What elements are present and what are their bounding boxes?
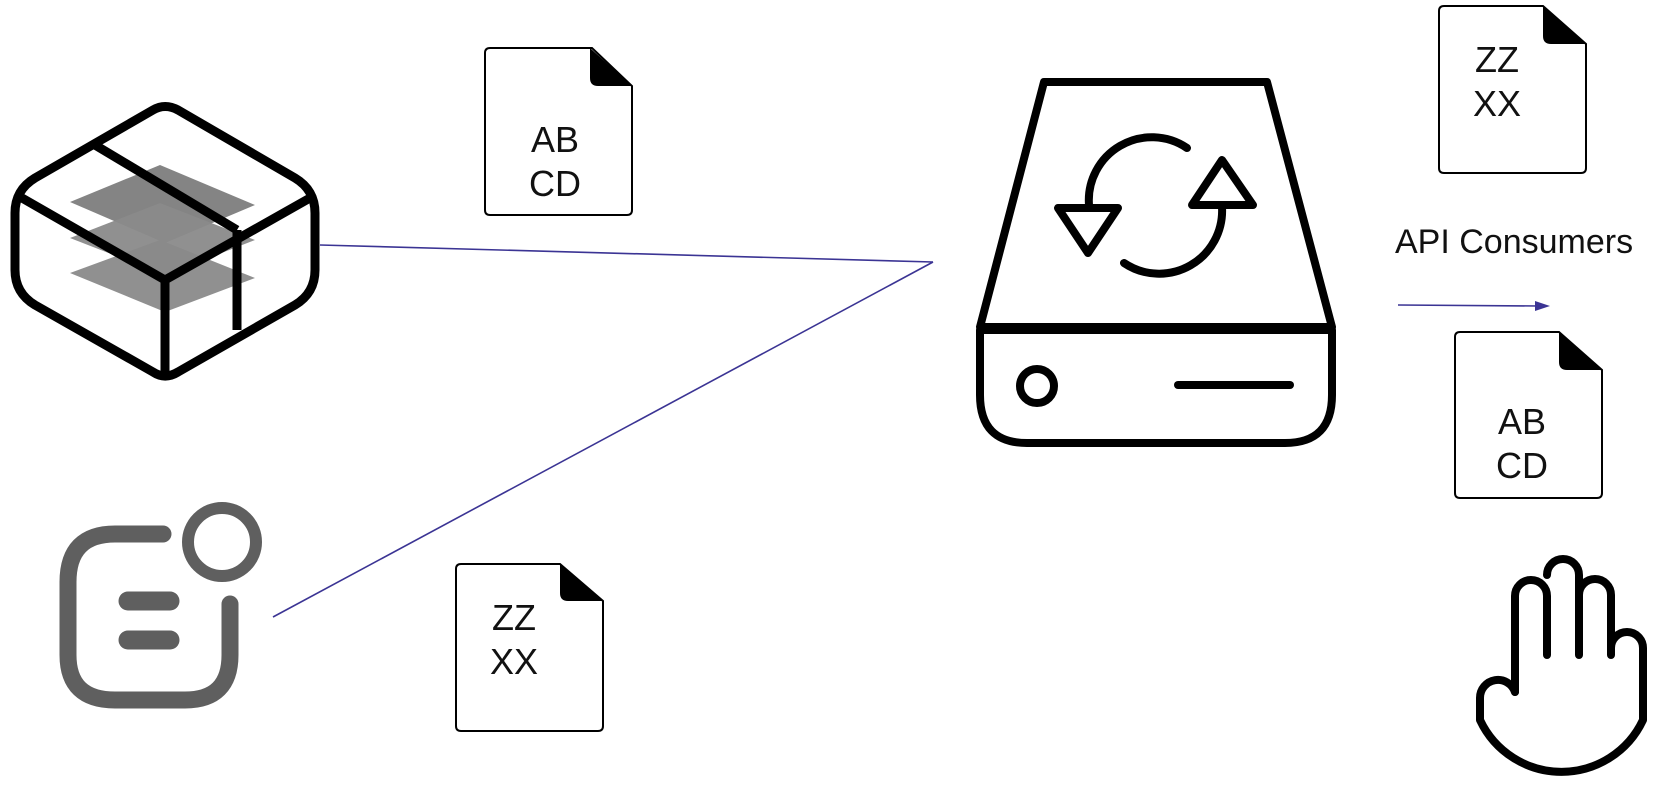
connector-drive-to-consumers — [1397, 304, 1541, 307]
connectors — [272, 244, 1550, 618]
api-consumers-label: API Consumers — [1395, 223, 1633, 261]
document-top-left-line1: AB — [531, 119, 579, 160]
document-mid-right-line2: CD — [1496, 445, 1548, 486]
document-mid-right-line1: AB — [1498, 401, 1546, 442]
connector-box-to-drive — [319, 244, 934, 263]
arrowhead — [1535, 301, 1550, 311]
document-top-left: AB CD — [484, 47, 633, 216]
layered-box-icon — [10, 102, 320, 381]
sync-drive-icon — [976, 78, 1336, 447]
stop-hand-icon — [1475, 555, 1647, 776]
document-top-left-line2: CD — [529, 163, 581, 204]
connector-app-to-drive — [272, 261, 934, 618]
document-bottom-left-line1: ZZ — [492, 597, 536, 638]
document-mid-right: AB CD — [1454, 331, 1603, 499]
document-bottom-left-line2: XX — [490, 641, 538, 682]
document-top-right: ZZ XX — [1438, 5, 1587, 174]
document-top-right-line2: XX — [1473, 83, 1521, 124]
document-top-right-line1: ZZ — [1475, 39, 1519, 80]
document-bottom-left: ZZ XX — [455, 563, 604, 732]
app-notification-icon — [59, 502, 262, 709]
